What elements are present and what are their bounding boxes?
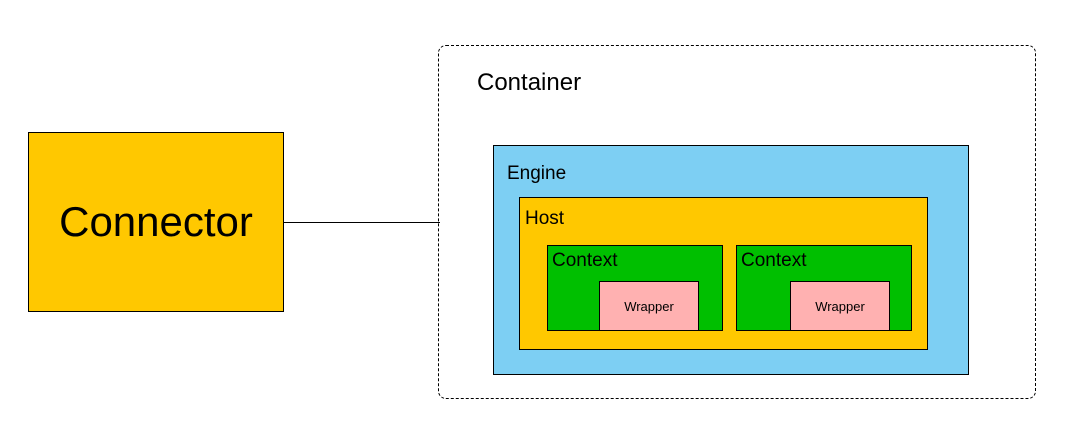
wrapper-box-1: Wrapper xyxy=(599,281,699,331)
context-label-1: Context xyxy=(552,250,618,271)
wrapper-label-2: Wrapper xyxy=(815,298,865,314)
context-label-2: Context xyxy=(741,250,807,271)
container-label: Container xyxy=(477,69,582,96)
connector-box: Connector xyxy=(28,132,284,312)
wrapper-box-2: Wrapper xyxy=(790,281,890,331)
connector-label: Connector xyxy=(59,198,253,245)
wrapper-label-1: Wrapper xyxy=(624,298,674,314)
container-boundary xyxy=(438,45,1036,399)
engine-label: Engine xyxy=(507,163,567,184)
host-label: Host xyxy=(525,208,565,229)
connector-to-container-line xyxy=(284,222,440,223)
